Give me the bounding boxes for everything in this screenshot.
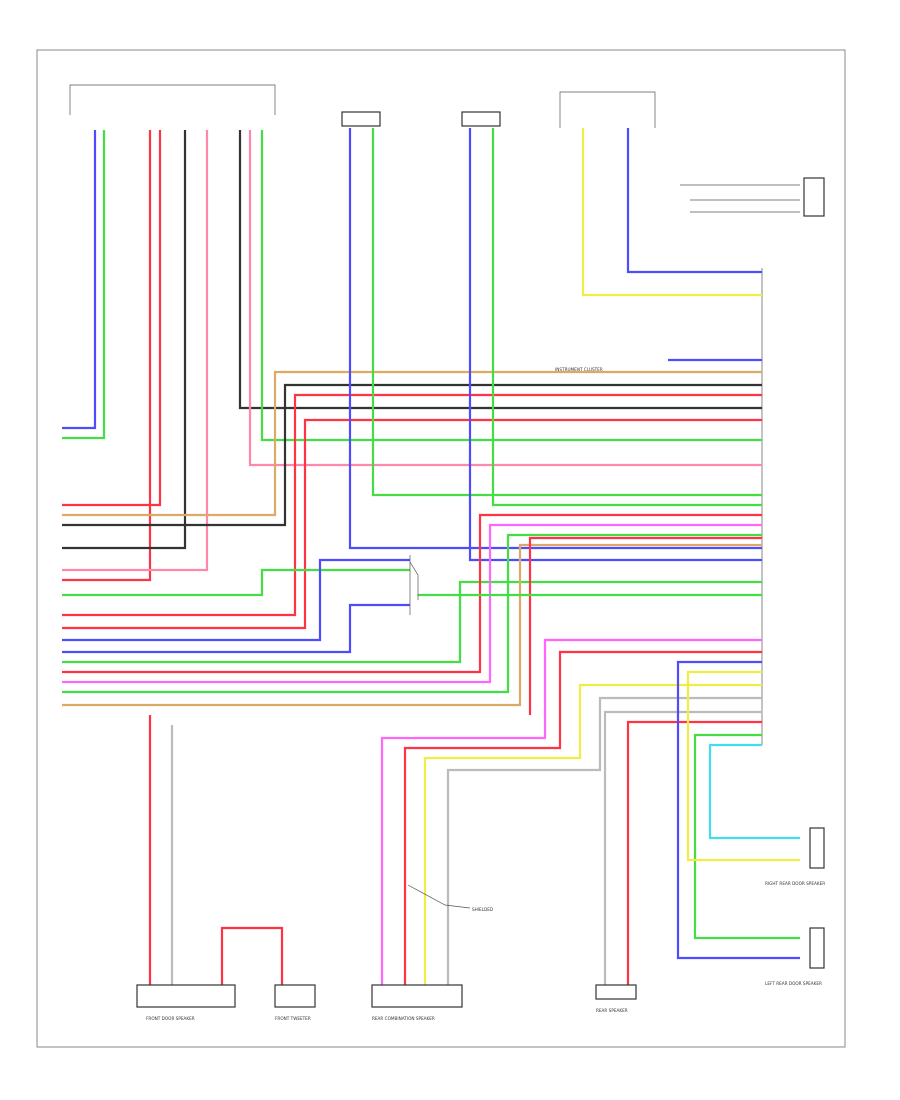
connector-top-left: [69, 84, 276, 115]
left-rear-door-speaker: LEFT REAR DOOR SPEAKER: [765, 927, 825, 986]
left-rear-door-speaker-label: LEFT REAR DOOR SPEAKER: [765, 981, 822, 986]
amplifier-pins: INSTRUMENT CLUSTER: [555, 268, 763, 745]
relay-box: [409, 555, 419, 615]
radio-connector-top: [559, 91, 656, 128]
front-tweeter: FRONT TWEETER: [274, 984, 316, 1021]
diagram-frame: [36, 49, 846, 1048]
front-door-speaker: FRONT DOOR SPEAKER: [136, 984, 236, 1021]
front-door-speaker-label: FRONT DOOR SPEAKER: [146, 1016, 195, 1021]
right-rear-door-speaker-label: RIGHT REAR DOOR SPEAKER: [765, 881, 825, 886]
rear-speaker: REAR SPEAKER: [595, 984, 637, 1013]
rear-combination-speaker: REAR COMBINATION SPEAKER: [371, 984, 463, 1021]
front-tweeter-label: FRONT TWEETER: [275, 1016, 311, 1021]
rear-combination-speaker-label: REAR COMBINATION SPEAKER: [372, 1016, 435, 1021]
rear-speaker-label: REAR SPEAKER: [596, 1008, 628, 1013]
shielded-note: SHIELDED: [472, 907, 493, 912]
wires: SHIELDED: [62, 128, 800, 985]
connector-right-top: [680, 177, 825, 217]
steering-switch-1: [341, 111, 381, 127]
right-rear-door-speaker: RIGHT REAR DOOR SPEAKER: [765, 827, 825, 886]
instrument-cluster-note: INSTRUMENT CLUSTER: [555, 367, 603, 372]
steering-switch-2: [461, 111, 501, 127]
